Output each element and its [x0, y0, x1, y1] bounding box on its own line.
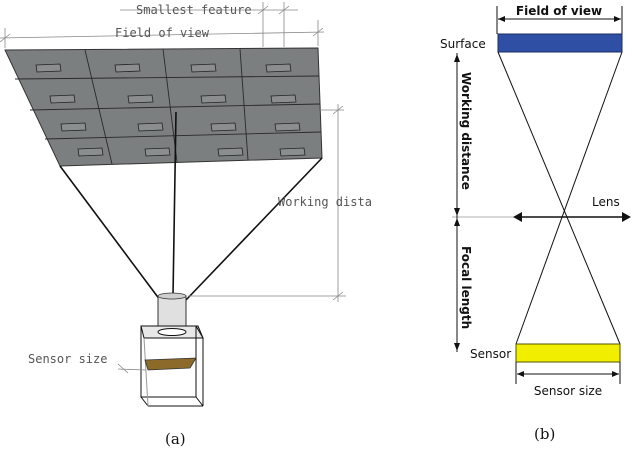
tile-mark: [217, 147, 244, 157]
tile-marks: [35, 63, 306, 157]
tile-mark: [279, 147, 306, 157]
tile-mark: [35, 63, 62, 73]
tile-mark: [60, 122, 87, 132]
tile-mark: [144, 147, 171, 157]
tile-mark: [127, 94, 154, 104]
lens-axis: [452, 212, 631, 222]
panel-a: Smallest feature Field of view Working d…: [0, 2, 372, 448]
tile-mark: [114, 63, 141, 73]
sensor-size-dimension-b: [515, 362, 621, 384]
camera-lens: [157, 292, 187, 327]
working-distance-label-b: Working distance: [459, 72, 473, 190]
focal-length-label: Focal length: [459, 246, 473, 329]
smallest-feature-dimension: Smallest feature: [120, 2, 298, 47]
tile-mark: [274, 122, 301, 132]
field-of-view-dimension: Field of view: [0, 20, 325, 48]
field-of-view-label-b: Field of view: [516, 4, 602, 18]
surface-bar: [497, 33, 623, 53]
sensor-label: Sensor: [470, 347, 511, 361]
tile-mark: [77, 147, 104, 157]
sensor-bar: [515, 343, 621, 363]
vertical-dimension-b: [454, 53, 460, 352]
field-of-view-label: Field of view: [115, 26, 210, 40]
plane-grid: [14, 48, 322, 165]
panel-b: Field of view Surface Lens Working dista…: [440, 4, 631, 443]
working-distance-dimension: Working dista: [188, 104, 372, 302]
caption-a: (a): [165, 430, 186, 448]
tile-mark: [49, 94, 76, 104]
tile-mark: [137, 122, 164, 132]
tile-mark: [200, 94, 227, 104]
tile-mark: [190, 63, 217, 73]
sensor-plate: [144, 357, 197, 371]
camera-body: [140, 325, 204, 407]
fov-dimension-b: [496, 6, 623, 34]
tile-mark: [265, 63, 292, 73]
smallest-feature-label: Smallest feature: [136, 3, 252, 17]
tile-mark: [210, 122, 237, 132]
surface-label: Surface: [440, 37, 486, 51]
sensor-size-label: Sensor size: [28, 352, 107, 366]
caption-b: (b): [534, 425, 555, 443]
camera-rays: [59, 111, 323, 301]
lens-label: Lens: [592, 195, 620, 209]
working-distance-label: Working dista: [278, 195, 372, 209]
sensor-size-label-b: Sensor size: [534, 384, 602, 398]
sensor-size-annotation: Sensor size: [28, 352, 147, 374]
tile-mark: [270, 94, 297, 104]
optical-rays: [497, 51, 623, 345]
